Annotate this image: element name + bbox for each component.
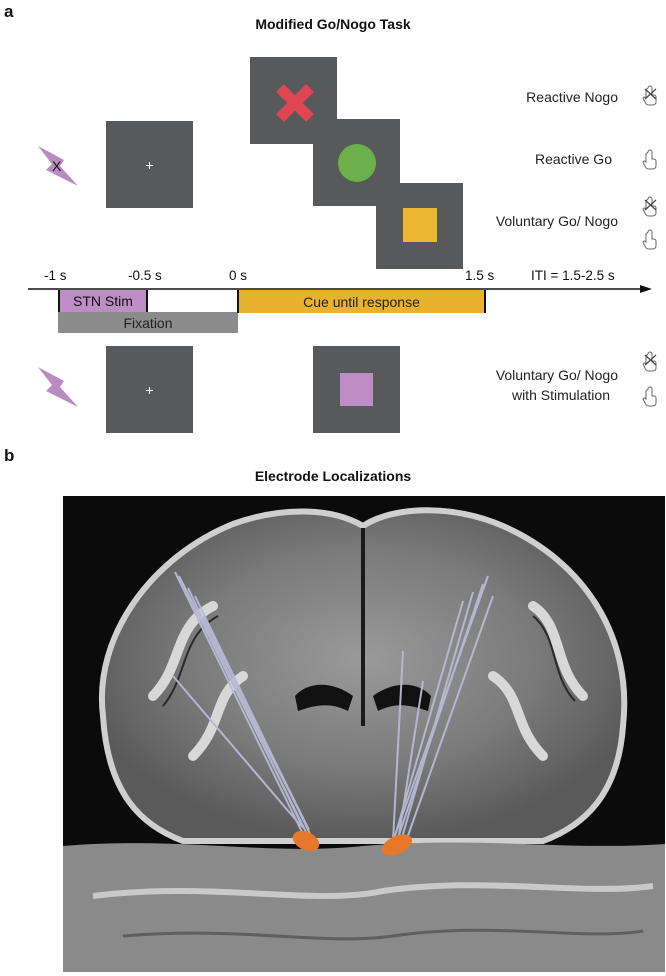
fixation-cross: + bbox=[145, 156, 154, 173]
hand-nogo-icon bbox=[642, 85, 657, 106]
yellow-square-icon bbox=[403, 208, 437, 242]
stim-screen bbox=[313, 346, 400, 433]
task-title: Modified Go/Nogo Task bbox=[255, 16, 411, 32]
voluntary-screen bbox=[376, 183, 463, 269]
tick-0: 0 s bbox=[229, 268, 248, 283]
brain-illustration bbox=[63, 507, 665, 972]
panel-b-letter: b bbox=[4, 446, 15, 465]
hand-nogo-icon-voluntary bbox=[642, 196, 657, 217]
timeline-axis bbox=[28, 285, 652, 293]
fixation-screen-bottom: + bbox=[106, 346, 193, 433]
red-x-icon bbox=[276, 84, 314, 122]
tick-minus-0-5: -0.5 s bbox=[128, 268, 162, 283]
label-stim-line1: Voluntary Go/ Nogo bbox=[495, 367, 618, 383]
label-stim-line2: with Stimulation bbox=[511, 387, 610, 403]
iti-label: ITI = 1.5-2.5 s bbox=[531, 268, 615, 283]
label-voluntary: Voluntary Go/ Nogo bbox=[495, 213, 618, 229]
label-reactive-go: Reactive Go bbox=[534, 151, 612, 167]
hand-go-icon bbox=[642, 149, 657, 170]
hand-go-icon-stim bbox=[642, 386, 657, 407]
cue-bar: Cue until response bbox=[237, 290, 486, 313]
lightning-icon-top bbox=[38, 146, 78, 186]
tick-1-5: 1.5 s bbox=[465, 268, 495, 283]
hand-go-icon-voluntary bbox=[642, 229, 657, 250]
fixation-bar: Fixation bbox=[58, 312, 238, 333]
purple-square-icon bbox=[340, 373, 373, 406]
panel-a-letter: a bbox=[4, 2, 14, 21]
brain-mri-image bbox=[63, 496, 665, 972]
stn-stim-bar: STN Stim bbox=[58, 290, 148, 312]
tick-minus-1: -1 s bbox=[44, 268, 67, 283]
lightning-icon-bottom bbox=[38, 367, 78, 407]
go-screen bbox=[313, 119, 400, 206]
lightning-cross: X bbox=[52, 158, 62, 174]
fixation-cross-bottom: + bbox=[145, 381, 154, 398]
fixation-screen-top: + bbox=[106, 121, 193, 208]
label-reactive-nogo: Reactive Nogo bbox=[526, 89, 618, 105]
hand-nogo-icon-stim bbox=[642, 351, 657, 372]
localization-title: Electrode Localizations bbox=[254, 468, 412, 484]
green-circle-icon bbox=[338, 144, 376, 182]
